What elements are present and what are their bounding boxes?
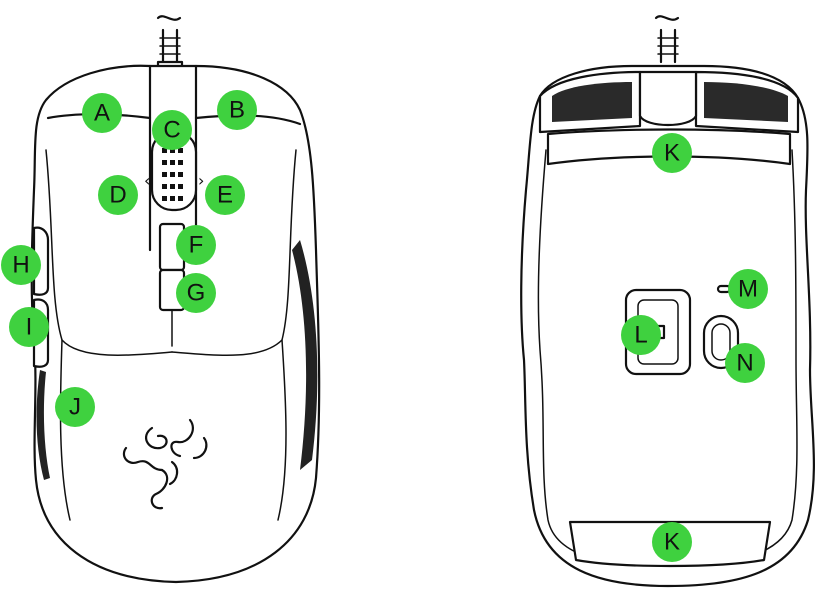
callout-h-label: H	[12, 252, 29, 279]
callout-b-label: B	[229, 97, 245, 124]
callout-f-label: F	[189, 232, 204, 259]
callout-c: C	[152, 110, 192, 150]
cable-strain-relief	[159, 37, 181, 55]
callout-l: L	[621, 315, 661, 355]
callout-a-label: A	[94, 100, 110, 127]
callout-l-label: L	[634, 322, 647, 349]
callout-e: E	[205, 175, 245, 215]
callout-a: A	[82, 93, 122, 133]
callout-d: D	[98, 175, 138, 215]
callout-e-label: E	[217, 182, 233, 209]
tilt-right-mark: ›	[198, 171, 204, 190]
callout-k-bottom-label: K	[664, 529, 680, 556]
callout-g: G	[176, 273, 216, 313]
callout-k-top-label: K	[664, 140, 680, 167]
mouse-bottom-view	[520, 15, 816, 588]
callout-j-label: J	[69, 394, 81, 421]
callout-h: H	[1, 245, 41, 285]
side-button-forward	[32, 226, 50, 296]
cable-port-underside	[638, 70, 698, 126]
callout-k-bottom: K	[652, 522, 692, 562]
scroll-wheel-texture	[162, 148, 183, 201]
left-underside-texture	[552, 82, 632, 122]
left-side-grip-texture	[36, 370, 50, 480]
right-grip-contour	[171, 149, 297, 356]
callout-k-top: K	[652, 133, 692, 173]
right-underside-texture	[704, 82, 788, 122]
mouse-top-view: ‹ ›	[30, 15, 321, 584]
profile-button-inner	[711, 323, 731, 361]
callout-g-label: G	[187, 280, 206, 307]
right-side-grip-texture	[292, 240, 318, 470]
callout-f: F	[176, 225, 216, 265]
left-lower-contour	[59, 339, 71, 521]
cable-strain-relief-bottom	[657, 37, 679, 55]
callout-n-label: N	[736, 350, 753, 377]
callout-i: I	[9, 307, 49, 347]
left-grip-contour	[45, 149, 173, 356]
tilt-left-mark: ‹	[144, 171, 150, 190]
right-lower-contour	[277, 339, 287, 521]
callout-m-label: M	[738, 276, 758, 303]
callout-m: M	[728, 269, 768, 309]
callout-d-label: D	[109, 182, 126, 209]
callout-i-label: I	[26, 314, 33, 341]
razer-logo-icon	[122, 418, 208, 510]
callout-n: N	[725, 343, 765, 383]
callout-b: B	[217, 90, 257, 130]
callout-badges: A B C D E F G H I J K M L N K	[1, 90, 768, 562]
callout-c-label: C	[163, 117, 180, 144]
callout-j: J	[55, 387, 95, 427]
cable-bottom-view	[654, 15, 680, 21]
cable-top-view	[156, 15, 182, 21]
